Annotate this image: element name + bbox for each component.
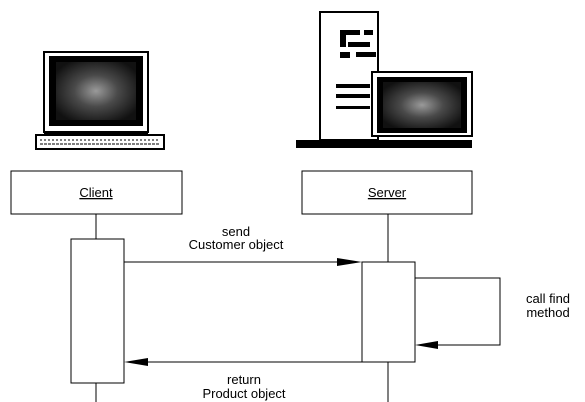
client-label: Client [79,185,113,200]
client-header-box: Client [10,170,183,215]
send-label-line2: Customer object [189,237,284,252]
client-activation-box [70,238,125,384]
desktop-computer-icon [35,51,165,150]
return-label-line1: return [227,372,261,387]
self-call-label-line2: method [526,305,569,320]
self-call-arrow [415,277,501,349]
return-message-arrow [124,358,362,366]
send-label-line1: send [222,224,250,239]
return-label-line2: Product object [202,386,285,401]
server-header-box: Server [301,170,473,215]
server-tower-icon [296,11,473,148]
self-call-label-line1: call find [526,291,570,306]
server-activation-box [361,261,416,363]
server-label: Server [368,185,407,200]
send-message-arrow [124,258,362,266]
